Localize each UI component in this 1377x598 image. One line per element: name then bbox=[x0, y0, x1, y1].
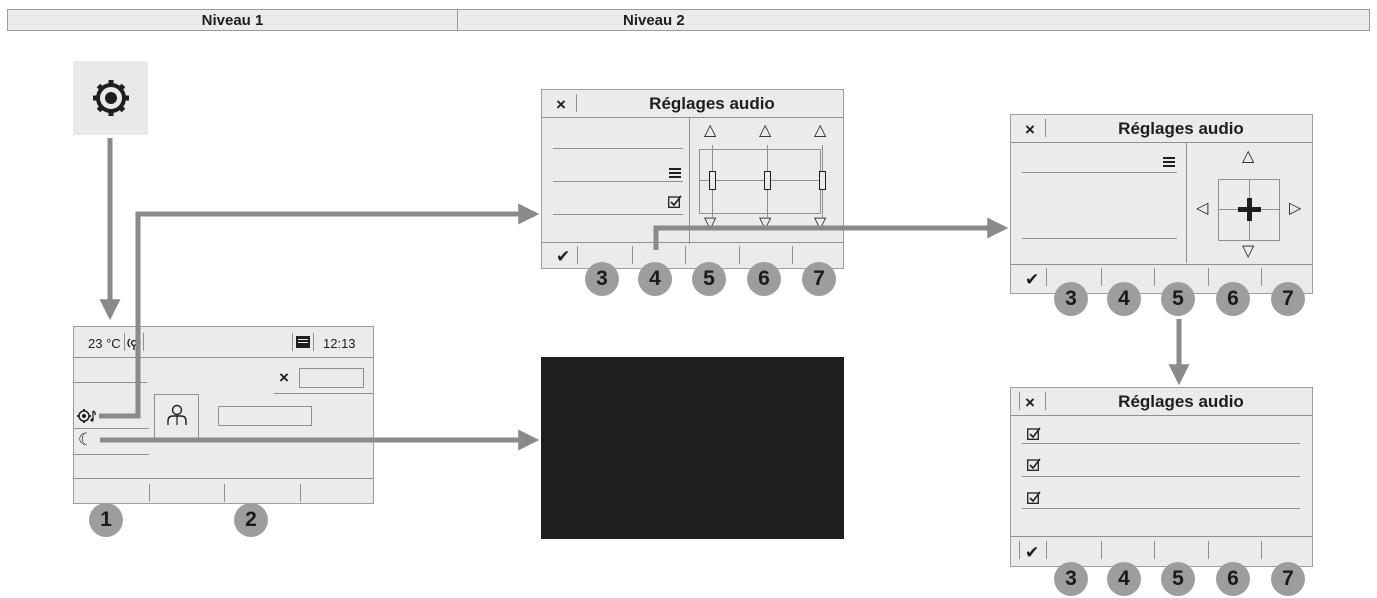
badge-7: 7 bbox=[802, 262, 836, 296]
header-level-1: Niveau 1 bbox=[7, 9, 458, 31]
screen-title: Réglages audio bbox=[1118, 392, 1244, 411]
main-screen: 23 °C 12:13 × ☾ bbox=[73, 326, 374, 504]
checkbox-icon[interactable] bbox=[1027, 491, 1041, 504]
close-icon[interactable]: × bbox=[556, 95, 566, 114]
audio-settings-screen-c: × Réglages audio ✔ bbox=[1010, 387, 1313, 567]
badge-5: 5 bbox=[1161, 562, 1195, 596]
badge-6: 6 bbox=[1216, 282, 1250, 316]
slider-handle-2[interactable] bbox=[764, 171, 771, 190]
badge-4: 4 bbox=[1107, 562, 1141, 596]
screen-title: Réglages audio bbox=[1118, 119, 1244, 138]
header-level-2: Niveau 2 bbox=[457, 9, 1370, 31]
close-icon[interactable]: × bbox=[1025, 393, 1035, 412]
input-field-top[interactable] bbox=[299, 368, 364, 388]
input-field-profile[interactable] bbox=[218, 406, 312, 426]
badge-7: 7 bbox=[1271, 562, 1305, 596]
confirm-icon[interactable]: ✔ bbox=[1025, 543, 1040, 562]
badge-5: 5 bbox=[692, 262, 726, 296]
slider-handle-1[interactable] bbox=[709, 171, 716, 190]
clock-readout: 12:13 bbox=[323, 336, 356, 351]
checkbox-icon[interactable] bbox=[1027, 458, 1041, 471]
badge-3: 3 bbox=[1054, 282, 1088, 316]
badge-4: 4 bbox=[638, 262, 672, 296]
badge-6: 6 bbox=[1216, 562, 1250, 596]
checkbox-icon[interactable] bbox=[668, 195, 682, 208]
plus-icon bbox=[1238, 198, 1261, 221]
equalizer-grid bbox=[699, 149, 821, 214]
badge-7: 7 bbox=[1271, 282, 1305, 316]
badge-5: 5 bbox=[1161, 282, 1195, 316]
temperature-readout: 23 °C bbox=[88, 336, 121, 351]
person-icon bbox=[167, 404, 187, 425]
profile-tab[interactable] bbox=[154, 394, 199, 440]
settings-button[interactable] bbox=[73, 61, 148, 135]
badge-3: 3 bbox=[585, 262, 619, 296]
night-mode-display bbox=[541, 357, 844, 539]
close-icon[interactable]: × bbox=[279, 368, 289, 387]
badge-2: 2 bbox=[234, 503, 268, 537]
audio-settings-screen-b: × Réglages audio △ ◁ ▷ ▽ ✔ bbox=[1010, 114, 1313, 294]
audio-settings-icon[interactable] bbox=[76, 407, 98, 425]
messages-icon[interactable] bbox=[296, 336, 310, 348]
list-icon[interactable] bbox=[669, 168, 681, 178]
checkbox-icon[interactable] bbox=[1027, 427, 1041, 440]
connectivity-icon bbox=[127, 338, 141, 350]
badge-4: 4 bbox=[1107, 282, 1141, 316]
close-icon[interactable]: × bbox=[1025, 120, 1035, 139]
moon-icon[interactable]: ☾ bbox=[78, 430, 94, 449]
slider-handle-3[interactable] bbox=[819, 171, 826, 190]
screen-title: Réglages audio bbox=[649, 94, 775, 113]
gear-icon bbox=[93, 80, 129, 116]
badge-1: 1 bbox=[89, 503, 123, 537]
list-icon[interactable] bbox=[1163, 157, 1175, 167]
confirm-icon[interactable]: ✔ bbox=[556, 247, 571, 266]
audio-settings-screen-a: × Réglages audio △ △ △ ▽ ▽ ▽ ✔ bbox=[541, 89, 844, 269]
confirm-icon[interactable]: ✔ bbox=[1025, 270, 1040, 289]
badge-6: 6 bbox=[747, 262, 781, 296]
badge-3: 3 bbox=[1054, 562, 1088, 596]
